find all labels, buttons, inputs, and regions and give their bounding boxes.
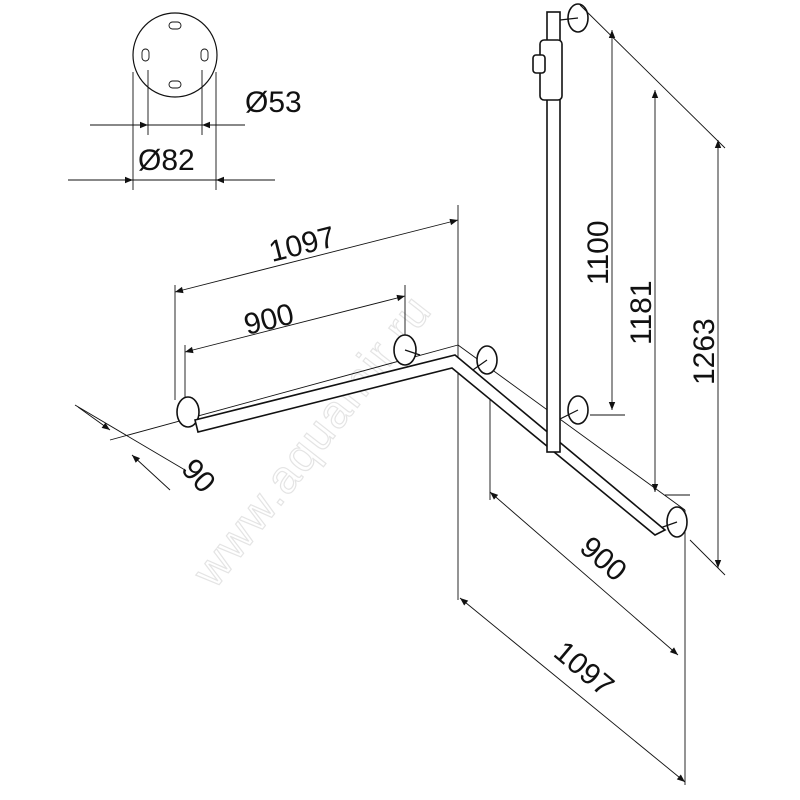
dim-wall-offset: 90 bbox=[175, 453, 222, 500]
vertical-dimensions bbox=[579, 4, 726, 576]
dim-vertical-1: 1100 bbox=[582, 220, 615, 285]
dim-right-bar: 900 bbox=[573, 530, 632, 588]
watermark: www.aquamir.ru bbox=[181, 284, 441, 597]
dim-vertical-3: 1263 bbox=[688, 318, 721, 385]
dim-flange-outer: Ø82 bbox=[138, 144, 195, 177]
dim-left-bar: 900 bbox=[241, 298, 298, 342]
left-dimensions bbox=[74, 218, 459, 491]
dim-left-total: 1097 bbox=[266, 221, 339, 269]
flange-top-view bbox=[68, 12, 275, 190]
dim-flange-inner: Ø53 bbox=[245, 86, 302, 119]
wall-lines bbox=[109, 205, 686, 785]
dim-right-total: 1097 bbox=[548, 635, 620, 703]
dim-vertical-2: 1181 bbox=[625, 280, 658, 345]
right-dimensions bbox=[459, 491, 686, 783]
